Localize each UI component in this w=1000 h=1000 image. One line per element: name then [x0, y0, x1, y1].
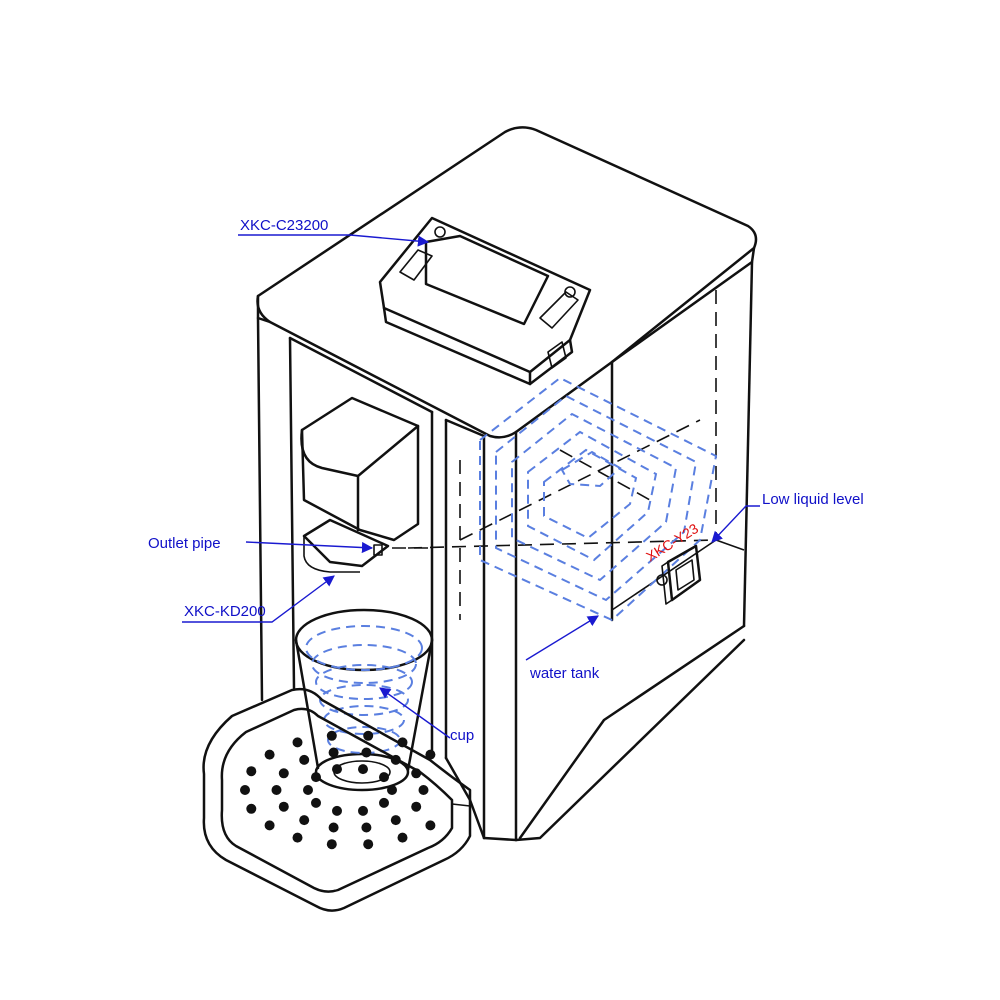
cup	[294, 608, 434, 792]
sensor-screen	[424, 234, 550, 326]
drain-hole	[240, 785, 250, 795]
drain-hole	[379, 772, 389, 783]
drain-hole	[292, 832, 303, 843]
drain-hole	[390, 815, 401, 826]
mount-hole	[434, 226, 446, 238]
outlet-pipe-tip	[373, 544, 383, 556]
dispenser-body	[256, 126, 758, 842]
drain-hole	[299, 815, 310, 826]
drain-hole	[271, 785, 282, 795]
drain-hole	[390, 754, 401, 765]
drain-hole	[361, 822, 372, 833]
label-outlet-pipe: Outlet pipe	[148, 535, 221, 552]
drain-hole	[328, 822, 339, 833]
drain-hole	[358, 764, 368, 775]
tank-bottom-band	[611, 539, 745, 611]
level-sensor-module	[656, 544, 702, 605]
outlet-head	[300, 396, 432, 573]
drain-hole	[246, 803, 257, 814]
water-tank-contents	[479, 376, 718, 622]
drain-hole	[264, 820, 275, 831]
drain-hole	[246, 766, 257, 777]
drain-hole	[264, 749, 275, 760]
drain-hole	[411, 801, 422, 812]
drain-hole	[358, 805, 368, 816]
drain-hole	[425, 820, 436, 831]
drip-tray	[202, 687, 472, 912]
top-sensor-module	[378, 216, 592, 386]
label-outlet-sensor: XKC-KD200	[184, 603, 266, 620]
drain-hole	[332, 805, 342, 816]
drain-hole	[326, 730, 337, 741]
drain-hole	[292, 737, 303, 748]
drain-hole	[299, 754, 310, 765]
drain-hole	[379, 797, 389, 808]
drain-hole	[278, 801, 289, 812]
drain-holes	[240, 730, 436, 850]
drain-hole	[425, 749, 436, 760]
outlet-sensor-block	[302, 518, 390, 568]
drain-hole	[311, 772, 321, 783]
drain-hole	[326, 839, 337, 850]
drain-hole	[387, 785, 397, 795]
drain-hole	[363, 730, 374, 741]
label-low-liquid-level: Low liquid level	[762, 491, 864, 508]
drain-hole	[278, 768, 289, 779]
label-top-sensor: XKC-C23200	[240, 217, 328, 234]
drain-hole	[303, 785, 313, 795]
label-cup: cup	[450, 727, 474, 744]
hidden-tank-edges	[407, 290, 717, 620]
label-water-tank: water tank	[529, 665, 600, 682]
drain-hole	[311, 797, 321, 808]
drain-hole	[418, 785, 429, 795]
drain-hole	[363, 839, 374, 850]
drain-hole	[397, 737, 408, 748]
mount-hole	[564, 286, 576, 298]
drain-hole	[397, 832, 408, 843]
drain-hole	[361, 747, 372, 758]
drain-hole	[411, 768, 422, 779]
leader-lines	[182, 234, 760, 739]
drain-hole	[332, 764, 342, 775]
drain-hole	[328, 747, 339, 758]
